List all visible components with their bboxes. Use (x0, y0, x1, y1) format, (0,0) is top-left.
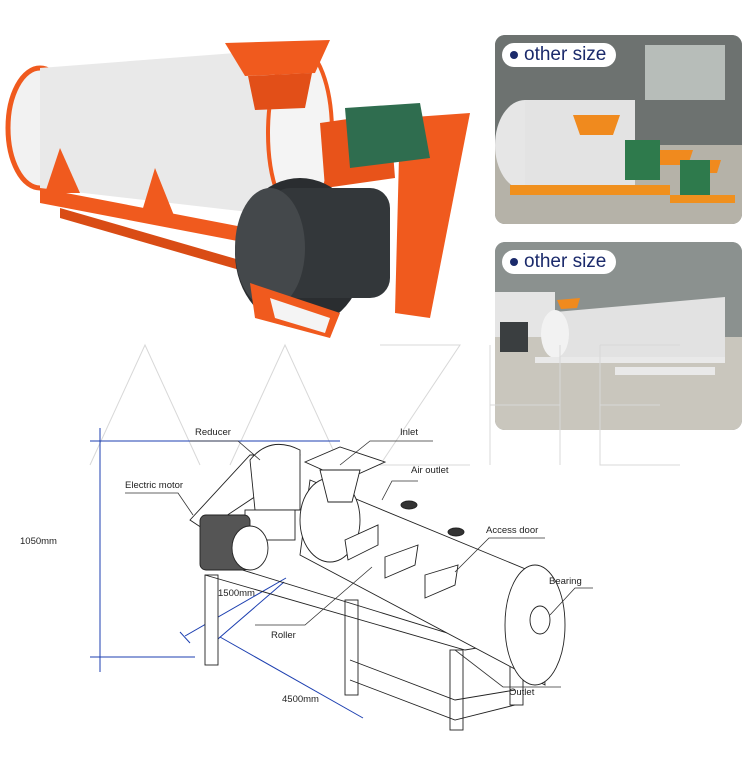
label-electric-motor: Electric motor (125, 480, 184, 491)
label-inlet: Inlet (400, 427, 418, 438)
dimension-height: 1050mm (20, 536, 57, 547)
machine-line-drawing (89, 343, 680, 731)
bullet-icon (510, 51, 518, 59)
label-air-outlet: Air outlet (411, 465, 449, 476)
other-size-photo-1[interactable]: other size (495, 35, 742, 224)
other-size-badge: other size (502, 43, 617, 67)
label-roller: Roller (271, 630, 296, 641)
main-product-photo (0, 28, 490, 348)
label-outlet: Outlet (509, 687, 535, 698)
dimension-width: 1500mm (218, 588, 255, 599)
badge-label: other size (524, 44, 607, 65)
bullet-icon (510, 258, 518, 266)
label-bearing: Bearing (549, 576, 582, 587)
badge-label: other size (524, 251, 607, 272)
dimension-length: 4500mm (282, 694, 319, 705)
label-reducer: Reducer (195, 427, 231, 438)
other-size-badge: other size (502, 250, 617, 274)
technical-diagram: Reducer Inlet Air outlet Electric motor … (0, 330, 750, 761)
other-size-photo-2[interactable]: other size (495, 242, 742, 430)
watermark (89, 343, 680, 466)
label-access-door: Access door (486, 525, 539, 536)
